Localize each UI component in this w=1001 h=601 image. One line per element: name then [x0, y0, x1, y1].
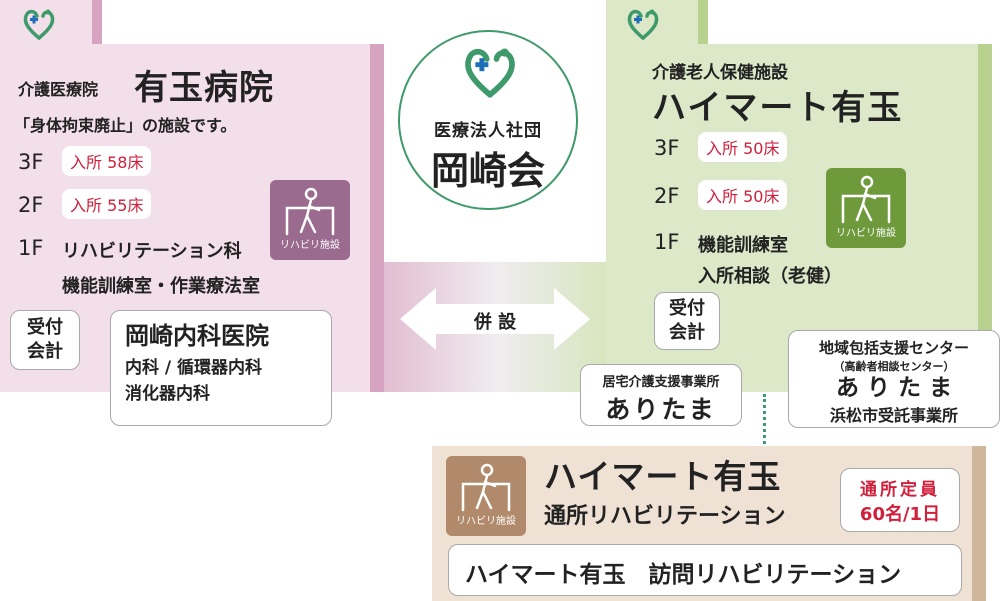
hospital-roof-side — [92, 0, 102, 44]
regional-office: 浜松市受託事業所 — [829, 406, 958, 425]
hospital-floor-1-label: 1F — [18, 236, 44, 260]
rehab-facility-icon — [841, 175, 891, 224]
day-rehab-name: ハイマート有玉 — [544, 457, 782, 496]
elderly-floor-1-label: 1F — [654, 230, 680, 254]
cashier-label: 会計 — [27, 341, 63, 362]
org-logo-circle: 医療法人社団 岡崎会 — [398, 30, 578, 210]
hospital-floor-3-beds: 入所 58床 — [62, 146, 152, 176]
regional-sub: （高齢者相談センター） — [833, 360, 955, 373]
hospital-roof — [0, 0, 92, 44]
hospital-name: 有玉病院 — [134, 68, 274, 108]
capacity-label: 通所定員 — [860, 480, 940, 500]
dotted-connector — [763, 394, 766, 444]
annex-label: 併 設 — [473, 312, 517, 333]
hospital-note: 「身体拘束廃止」の施設です。 — [14, 116, 237, 135]
reception-label: 受付 — [669, 298, 705, 319]
capacity-value: 60名/1日 — [859, 504, 941, 525]
hospital-floor-3-label: 3F — [18, 150, 44, 174]
rehab-badge-label: リハビリ施設 — [280, 240, 340, 251]
elderly-kind: 介護老人保健施設 — [652, 63, 788, 83]
clinic-card: 岡崎内科医院 内科 / 循環器内科 消化器内科 — [110, 310, 332, 426]
org-name: 岡崎会 — [430, 149, 545, 193]
double-arrow-icon — [400, 288, 590, 350]
rehab-facility-icon — [461, 463, 511, 512]
elderly-reception: 受付 会計 — [654, 292, 720, 350]
elderly-name: ハイマート有玉 — [652, 88, 904, 128]
clinic-dept-1: 内科 / 循環器内科 — [125, 358, 263, 378]
elderly-roof — [606, 0, 698, 44]
heart-logo-icon — [465, 48, 515, 98]
rehab-badge-hospital: リハビリ施設 — [270, 180, 350, 260]
elderly-floor-3-beds: 入所 50床 — [698, 132, 788, 162]
elderly-floor-1-room: 機能訓練室 — [698, 235, 788, 256]
hospital-floor-1-dept: リハビリテーション科 — [62, 241, 242, 262]
elderly-building-side — [978, 44, 992, 392]
elderly-floor-2-beds: 入所 50床 — [698, 180, 788, 210]
hospital-floor-2-beds: 入所 55床 — [62, 189, 152, 219]
hospital-floor-2-label: 2F — [18, 193, 44, 217]
regional-label: 地域包括支援センター — [818, 339, 969, 357]
reception-label: 受付 — [27, 317, 63, 338]
clinic-dept-2: 消化器内科 — [125, 384, 210, 404]
org-type: 医療法人社団 — [434, 121, 542, 141]
visit-rehab-card: ハイマート有玉 訪問リハビリテーション — [448, 544, 962, 596]
home-care-card: 居宅介護支援事業所 ありたま — [580, 364, 742, 426]
elderly-roof-side — [698, 0, 708, 44]
hospital-reception: 受付 会計 — [10, 310, 80, 370]
cashier-label: 会計 — [669, 322, 705, 343]
home-care-label: 居宅介護支援事業所 — [602, 375, 720, 390]
capacity-card: 通所定員 60名/1日 — [840, 468, 960, 532]
hospital-floor-1-rooms: 機能訓練室・作業療法室 — [62, 276, 260, 297]
clinic-name: 岡崎内科医院 — [125, 322, 269, 350]
home-care-name: ありたま — [605, 395, 717, 424]
regional-name: あ り た ま — [835, 375, 953, 401]
rehab-badge-day: リハビリ施設 — [446, 456, 526, 536]
rehab-badge-label: リハビリ施設 — [836, 228, 896, 239]
rehab-badge-label: リハビリ施設 — [456, 516, 516, 527]
day-rehab-building-side — [972, 446, 986, 601]
heart-logo-icon — [23, 9, 55, 40]
rehab-badge-elderly: リハビリ施設 — [826, 168, 906, 248]
elderly-floor-3-label: 3F — [654, 136, 680, 160]
regional-center-card: 地域包括支援センター （高齢者相談センター） あ り た ま 浜松市受託事業所 — [788, 330, 1000, 428]
elderly-floor-2-label: 2F — [654, 184, 680, 208]
rehab-facility-icon — [285, 187, 335, 236]
day-rehab-service: 通所リハビリテーション — [544, 504, 786, 529]
elderly-consultation: 入所相談（老健） — [698, 266, 842, 287]
hospital-kind: 介護医療院 — [18, 80, 99, 99]
hospital-building-side — [370, 44, 384, 392]
heart-logo-icon — [627, 9, 659, 40]
